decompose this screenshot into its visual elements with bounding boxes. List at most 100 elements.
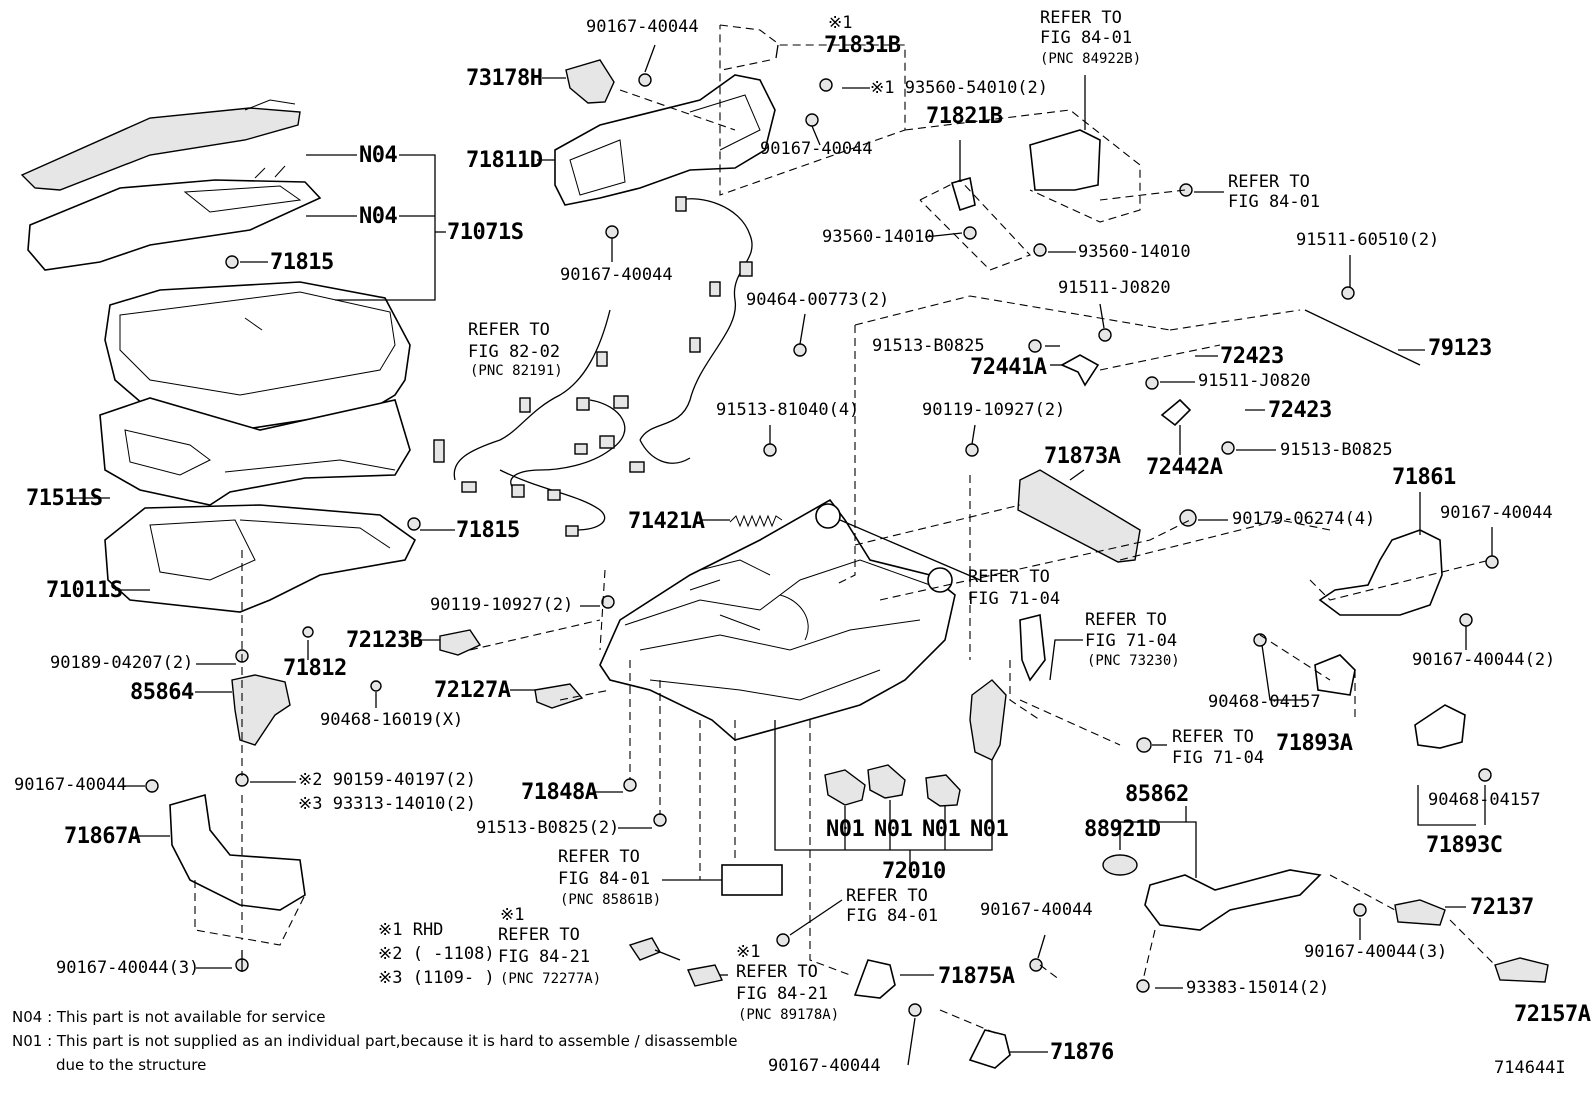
part-number: 90167-40044 xyxy=(980,900,1093,920)
refer-pnc: (PNC 73230) xyxy=(1087,653,1180,669)
part-number: 72123B xyxy=(346,628,423,653)
dashed-guides xyxy=(194,24,1496,1036)
part-number: 90167-40044(3) xyxy=(56,958,200,978)
part-number: 91513-B0825(2) xyxy=(476,818,620,838)
refer-to: REFER TO xyxy=(468,320,550,340)
knob-72127A xyxy=(534,683,584,709)
part-number: 71011S xyxy=(46,578,123,603)
part-number: 90167-40044 xyxy=(768,1056,881,1076)
part-number: 71815 xyxy=(456,518,520,543)
part-number: 90464-00773(2) xyxy=(746,290,890,310)
trim-cover-73178H xyxy=(565,59,615,104)
part-number: N01 xyxy=(970,817,1009,842)
part-number: 73178H xyxy=(466,66,543,91)
part-number: 71876 xyxy=(1050,1040,1114,1065)
part-number: 88921D xyxy=(1084,817,1161,842)
refer-to: REFER TO xyxy=(968,567,1050,587)
part-number: 71815 xyxy=(270,250,334,275)
part-number: 71873A xyxy=(1044,444,1121,469)
knob-72157A xyxy=(1494,957,1549,983)
link-72442A xyxy=(1160,398,1192,427)
part-number: ※1 93560-54010(2) xyxy=(870,78,1049,98)
part-number: 71821B xyxy=(926,104,1003,129)
cushion-cover xyxy=(104,281,411,431)
diagram-id: 714644I xyxy=(1494,1058,1566,1078)
refer-fig: FIG 84-21 xyxy=(498,947,591,967)
part-number: 71867A xyxy=(64,824,141,849)
rhd-mark: ※1 xyxy=(736,942,761,962)
part-number: 93560-14010 xyxy=(822,227,935,247)
harness-connectors xyxy=(433,196,753,537)
part-number: 90189-04207(2) xyxy=(50,653,194,673)
part-number: 90119-10927(2) xyxy=(430,595,574,615)
ecu-box xyxy=(721,864,783,896)
refer-fig: FIG 71-04 xyxy=(1085,631,1178,651)
refer-pnc: (PNC 72277A) xyxy=(500,971,602,987)
refer-to: REFER TO xyxy=(846,886,928,906)
part-number: 79123 xyxy=(1428,336,1492,361)
refer-fig: FIG 84-01 xyxy=(558,869,651,889)
part-number: 71812 xyxy=(283,656,347,681)
side-cover-71861 xyxy=(1318,529,1443,616)
cushion-pad xyxy=(99,397,411,506)
part-number: 72010 xyxy=(882,859,946,884)
refer-fig: FIG 84-21 xyxy=(736,984,829,1004)
part-number: 91511-60510(2) xyxy=(1296,230,1440,250)
note-n04: N04 : This part is not available for ser… xyxy=(12,1008,326,1026)
refer-to: REFER TO xyxy=(1040,8,1122,28)
cap-88921D xyxy=(1102,854,1138,876)
note-n01: N01 : This part is not supplied as an in… xyxy=(12,1032,738,1050)
part-number: N01 xyxy=(874,817,913,842)
shield-71867A xyxy=(169,793,306,911)
part-number: 72127A xyxy=(434,678,511,703)
refer-to: REFER TO xyxy=(1172,727,1254,747)
part-number: 91513-B0825 xyxy=(872,336,985,356)
part-number: 71831B xyxy=(824,33,901,58)
part-number: 90167-40044 xyxy=(586,17,699,37)
part-number: 72137 xyxy=(1470,895,1534,920)
cushion-heater-sheet-lower xyxy=(27,165,322,271)
refer-to: REFER TO xyxy=(558,847,640,867)
note-n01-cont: due to the structure xyxy=(56,1056,207,1074)
switch-85864 xyxy=(231,674,291,746)
motors-N01 xyxy=(824,679,1007,807)
refer-fig: FIG 84-01 xyxy=(1040,28,1133,48)
part-number: 71893C xyxy=(1426,833,1503,858)
seat-adjuster-frame xyxy=(599,498,981,741)
part-number: 90167-40044(3) xyxy=(1304,942,1448,962)
sensor-72277A xyxy=(628,937,662,961)
part-number: 72442A xyxy=(1146,455,1223,480)
part-number: 91513-B0825 xyxy=(1280,440,1393,460)
refer-fig: FIG 84-01 xyxy=(846,906,939,926)
rod-79123 xyxy=(1304,309,1421,366)
refer-pnc: (PNC 82191) xyxy=(470,363,563,379)
part-number: 71071S xyxy=(447,220,524,245)
part-number: 90167-40044 xyxy=(14,775,127,795)
refer-fig: FIG 71-04 xyxy=(1172,748,1265,768)
part-number: 90468-04157 xyxy=(1428,790,1541,810)
part-number: 93383-15014(2) xyxy=(1186,978,1330,998)
part-number: 90179-06274(4) xyxy=(1232,509,1376,529)
cushion-frame-pan xyxy=(104,504,417,613)
wire-harness xyxy=(453,198,753,531)
part-number: ※2 90159-40197(2) xyxy=(298,770,477,790)
rail-cover-71873A xyxy=(1017,469,1141,563)
part-number: N01 xyxy=(922,817,961,842)
part-number: 93560-14010 xyxy=(1078,242,1191,262)
part-number: 85862 xyxy=(1125,782,1189,807)
part-number: N04 xyxy=(359,204,398,229)
part-number: 72423 xyxy=(1268,398,1332,423)
spring-71421A xyxy=(729,514,783,528)
knob-72123B xyxy=(439,629,482,656)
recliner-cover-84922B xyxy=(1029,129,1101,191)
bracket-71821B xyxy=(951,176,976,212)
cushion-heater-sheet-upper xyxy=(20,99,301,191)
part-number: 71848A xyxy=(521,780,598,805)
part-number: N04 xyxy=(359,143,398,168)
part-number: 91511-J0820 xyxy=(1058,278,1171,298)
legend-rhd: ※1 RHD xyxy=(378,920,444,940)
part-number: 90167-40044 xyxy=(760,139,873,159)
rhd-mark: ※1 xyxy=(500,905,525,925)
